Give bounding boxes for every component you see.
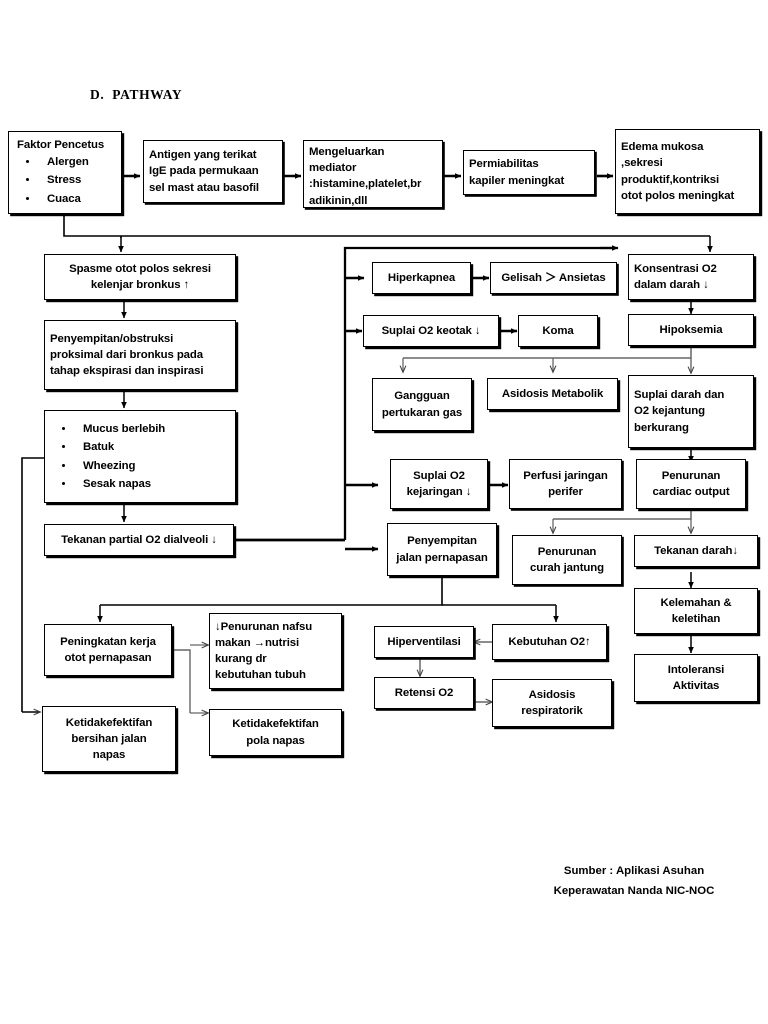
bus-penyempitan-lower: [100, 576, 556, 606]
node-asidosis-metabolik[interactable]: Asidosis Metabolik: [487, 378, 618, 410]
list-item: Batuk: [75, 438, 235, 456]
node-tekanan-partial-o2[interactable]: Tekanan partial O2 dialveoli ↓: [44, 524, 234, 556]
node-kelemahan-keletihan[interactable]: Kelemahan & keletihan: [634, 588, 758, 634]
node-tekanan-darah[interactable]: Tekanan darah↓: [634, 535, 758, 567]
node-asidosis-respiratorik[interactable]: Asidosis respiratorik: [492, 679, 612, 727]
source-note: Sumber : Aplikasi Asuhan Keperawatan Nan…: [553, 865, 715, 897]
bus-cardiac-output: [553, 509, 692, 520]
page-title: D. PATHWAY: [90, 87, 183, 102]
node-gejala-klinis[interactable]: Mucus berlebih Batuk Wheezing Sesak napa…: [44, 410, 236, 503]
list-item: Cuaca: [39, 190, 121, 208]
node-suplai-o2-kejaringan[interactable]: Suplai O2 kejaringan ↓: [390, 459, 488, 509]
node-gangguan-pertukaran-gas[interactable]: Gangguan pertukaran gas: [372, 378, 472, 431]
node-ketidakefektifan-pola-napas[interactable]: Ketidakefektifan pola napas: [209, 709, 342, 756]
node-penyempitan-jalan-pernapasan[interactable]: Penyempitan jalan pernapasan: [387, 523, 497, 576]
node-hipoksemia[interactable]: Hipoksemia: [628, 314, 754, 346]
node-penurunan-cardiac-output[interactable]: Penurunan cardiac output: [636, 459, 746, 509]
node-intoleransi-aktivitas[interactable]: Intoleransi Aktivitas: [634, 654, 758, 702]
list-item: Mucus berlebih: [75, 420, 235, 438]
node-faktor-pencetus[interactable]: Faktor Pencetus Alergen Stress Cuaca: [8, 131, 122, 214]
node-hiperventilasi[interactable]: Hiperventilasi: [374, 626, 474, 658]
list-item: Alergen: [39, 153, 121, 171]
faktor-pencetus-title: Faktor Pencetus: [17, 138, 105, 151]
node-antigen[interactable]: Antigen yang terikat IgE pada permukaan …: [143, 140, 283, 203]
node-kebutuhan-o2[interactable]: Kebutuhan O2↑: [492, 624, 607, 660]
list-item: Sesak napas: [75, 475, 235, 493]
bus-peningkatan-split: [172, 649, 191, 713]
bus-hipoksemia: [403, 346, 692, 359]
node-retensi-o2[interactable]: Retensi O2: [374, 677, 474, 709]
faktor-pencetus-list: Alergen Stress Cuaca: [9, 153, 121, 208]
node-hiperkapnea[interactable]: Hiperkapnea: [372, 262, 471, 294]
gejala-list: Mucus berlebih Batuk Wheezing Sesak napa…: [45, 420, 235, 494]
node-spasme-otot-polos[interactable]: Spasme otot polos sekresi kelenjar bronk…: [44, 254, 236, 300]
node-penyempitan-proksimal[interactable]: Penyempitan/obstruksi proksimal dari bro…: [44, 320, 236, 390]
node-gelisah-ansietas[interactable]: Gelisah ＞ Ansietas: [490, 262, 617, 294]
node-ketidakefektifan-bersihan-jalan-napas[interactable]: Ketidakefektifan bersihan jalan napas: [42, 706, 176, 772]
node-edema-mukosa[interactable]: Edema mukosa ,sekresi produktif,kontriks…: [615, 129, 760, 214]
bus-gejala-to-bersihan: [21, 457, 44, 712]
list-item: Stress: [39, 171, 121, 189]
node-konsentrasi-o2-darah[interactable]: Konsentrasi O2 dalam darah ↓: [628, 254, 754, 300]
bus-row1-to-row2: [63, 214, 710, 237]
node-perfusi-jaringan-perifer[interactable]: Perfusi jaringan perifer: [509, 459, 622, 509]
node-suplai-darah-jantung[interactable]: Suplai darah dan O2 kejantung berkurang: [628, 375, 754, 448]
node-koma[interactable]: Koma: [518, 315, 598, 347]
node-suplai-o2-keotak[interactable]: Suplai O2 keotak ↓: [363, 315, 499, 347]
node-peningkatan-kerja-otot[interactable]: Peningkatan kerja otot pernapasan: [44, 624, 172, 676]
list-item: Wheezing: [75, 457, 235, 475]
node-permiabilitas-kapiler[interactable]: Permiabilitas kapiler meningkat: [463, 150, 595, 195]
bus-hipoksemia-arrows: [403, 358, 553, 372]
node-penurunan-curah-jantung[interactable]: Penurunan curah jantung: [512, 535, 622, 585]
node-penurunan-nafsu-makan[interactable]: ↓Penurunan nafsu makan →nutrisi kurang d…: [209, 613, 342, 689]
node-mengeluarkan-mediator[interactable]: Mengeluarkan mediator :histamine,platele…: [303, 140, 443, 208]
